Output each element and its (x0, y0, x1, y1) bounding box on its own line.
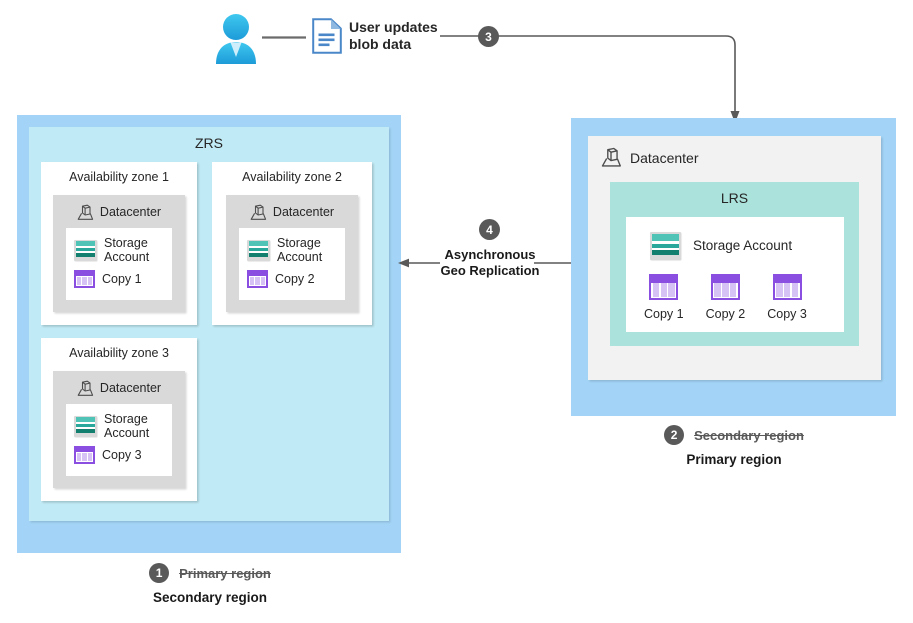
storage-label-line2: Account (104, 426, 150, 440)
storage-account-row-zone-3: Storage Account (74, 412, 172, 440)
copy-icon (74, 270, 95, 288)
datacenter-card-zone-2: Datacenter Storage Account Copy 2 (226, 195, 358, 312)
lrs-label: LRS (720, 190, 749, 206)
copies-row-primary: Copy 1 Copy 2 Copy 3 (644, 274, 844, 321)
secondary-region-current-label: Secondary region (152, 590, 268, 605)
geo-replication-label-line2: Geo Replication (440, 263, 540, 278)
datacenter-header-zone-1: Datacenter (53, 200, 185, 224)
flow-label-line1: User updates (349, 19, 438, 35)
secondary-region-caption: 1 Primary region Secondary region (60, 563, 360, 605)
storage-label-line1: Storage (104, 412, 148, 426)
copy-item-3: Copy 3 (767, 274, 807, 321)
availability-zone-3-card: Availability zone 3 Datacenter Storage (41, 338, 197, 501)
geo-replication-label-line1: Asynchronous (444, 247, 536, 262)
availability-zone-3-title: Availability zone 3 (69, 346, 169, 360)
update-flow-connector (440, 26, 750, 126)
storage-label-line2: Account (104, 250, 150, 264)
datacenter-label-primary: Datacenter (630, 149, 699, 166)
storage-account-label-primary: Storage Account (693, 238, 793, 253)
storage-account-icon (650, 232, 681, 260)
availability-zone-2-title: Availability zone 2 (242, 170, 342, 184)
datacenter-card-primary: Datacenter LRS Storage Account Copy 1 (588, 136, 881, 380)
copy-icon (74, 446, 95, 464)
flow-label: User updates blob data (349, 19, 444, 53)
storage-label-line1: Storage (104, 236, 148, 250)
callout-badge-1-label: 1 (155, 566, 163, 580)
callout-badge-4: 4 (479, 219, 500, 240)
copy-icon (247, 270, 268, 288)
storage-account-row-zone-1: Storage Account (74, 236, 172, 264)
primary-region-caption-line1: 2 Secondary region (584, 425, 884, 445)
datacenter-header-zone-3: Datacenter (53, 376, 185, 400)
copy-icon (649, 274, 679, 300)
storage-account-row-zone-2: Storage Account (247, 236, 345, 264)
primary-region-caption: 2 Secondary region Primary region (584, 425, 884, 467)
storage-account-label-zone-3: Storage Account (104, 412, 149, 440)
datacenter-icon (601, 147, 622, 168)
callout-badge-4-label: 4 (486, 222, 493, 237)
user-to-document-line (262, 36, 306, 39)
primary-region-struck-label: Secondary region (694, 427, 804, 443)
copy-icon (772, 274, 802, 300)
availability-zone-1-title: Availability zone 1 (69, 170, 169, 184)
availability-zone-2-card: Availability zone 2 Datacenter Storage (212, 162, 372, 325)
callout-badge-1: 1 (149, 563, 170, 583)
datacenter-label-zone-1: Datacenter (99, 205, 162, 219)
copy-item-1: Copy 1 (644, 274, 684, 321)
zrs-label: ZRS (195, 135, 223, 151)
datacenter-header-zone-2: Datacenter (226, 200, 358, 224)
copy-row-zone-1: Copy 1 (74, 270, 172, 288)
storage-account-icon (247, 239, 270, 261)
secondary-region-caption-line1: 1 Primary region (60, 563, 360, 583)
storage-panel-zone-1: Storage Account Copy 1 (66, 228, 172, 300)
copy-label-zone-3: Copy 3 (102, 448, 142, 462)
callout-badge-2-label: 2 (670, 428, 678, 442)
geo-replication-label: Asynchronous Geo Replication (414, 247, 566, 279)
copy-row-zone-2: Copy 2 (247, 270, 345, 288)
storage-label-line1: Storage (277, 236, 321, 250)
document-icon (312, 18, 342, 54)
storage-account-label-zone-1: Storage Account (104, 236, 149, 264)
primary-region-current-label: Primary region (686, 452, 782, 467)
callout-badge-3: 3 (478, 26, 499, 47)
flow-label-line2: blob data (349, 36, 412, 52)
datacenter-icon (77, 380, 94, 397)
copy-label-primary-1: Copy 1 (644, 307, 684, 321)
callout-badge-3-label: 3 (485, 29, 492, 44)
datacenter-label-zone-3: Datacenter (99, 381, 162, 395)
storage-account-icon (74, 239, 97, 261)
copy-row-zone-3: Copy 3 (74, 446, 172, 464)
storage-account-row-primary: Storage Account (650, 232, 844, 260)
storage-label-line2: Account (277, 250, 323, 264)
copy-label-zone-2: Copy 2 (275, 272, 315, 286)
datacenter-card-zone-1: Datacenter Storage Account Copy 1 (53, 195, 185, 312)
secondary-region-struck-label: Primary region (179, 565, 271, 581)
copy-label-primary-3: Copy 3 (767, 307, 807, 321)
storage-panel-zone-2: Storage Account Copy 2 (239, 228, 345, 300)
geo-replication-arrow (398, 256, 573, 270)
copy-label-primary-2: Copy 2 (705, 307, 746, 321)
copy-item-2: Copy 2 (705, 274, 746, 321)
datacenter-icon (250, 204, 267, 221)
user-icon (212, 12, 260, 64)
copy-label-zone-1: Copy 1 (102, 272, 142, 286)
storage-account-icon (74, 415, 97, 437)
datacenter-label-zone-2: Datacenter (272, 205, 335, 219)
lrs-storage-panel: Storage Account Copy 1 Copy 2 (626, 217, 844, 332)
datacenter-icon (77, 204, 94, 221)
datacenter-header-primary: Datacenter (601, 147, 881, 168)
callout-badge-2: 2 (664, 425, 685, 445)
storage-account-label-zone-2: Storage Account (277, 236, 322, 264)
storage-panel-zone-3: Storage Account Copy 3 (66, 404, 172, 476)
lrs-container: LRS Storage Account Copy 1 (610, 182, 859, 346)
copy-icon (710, 274, 740, 300)
availability-zone-1-card: Availability zone 1 Datacenter Storage (41, 162, 197, 325)
datacenter-card-zone-3: Datacenter Storage Account Copy 3 (53, 371, 185, 488)
